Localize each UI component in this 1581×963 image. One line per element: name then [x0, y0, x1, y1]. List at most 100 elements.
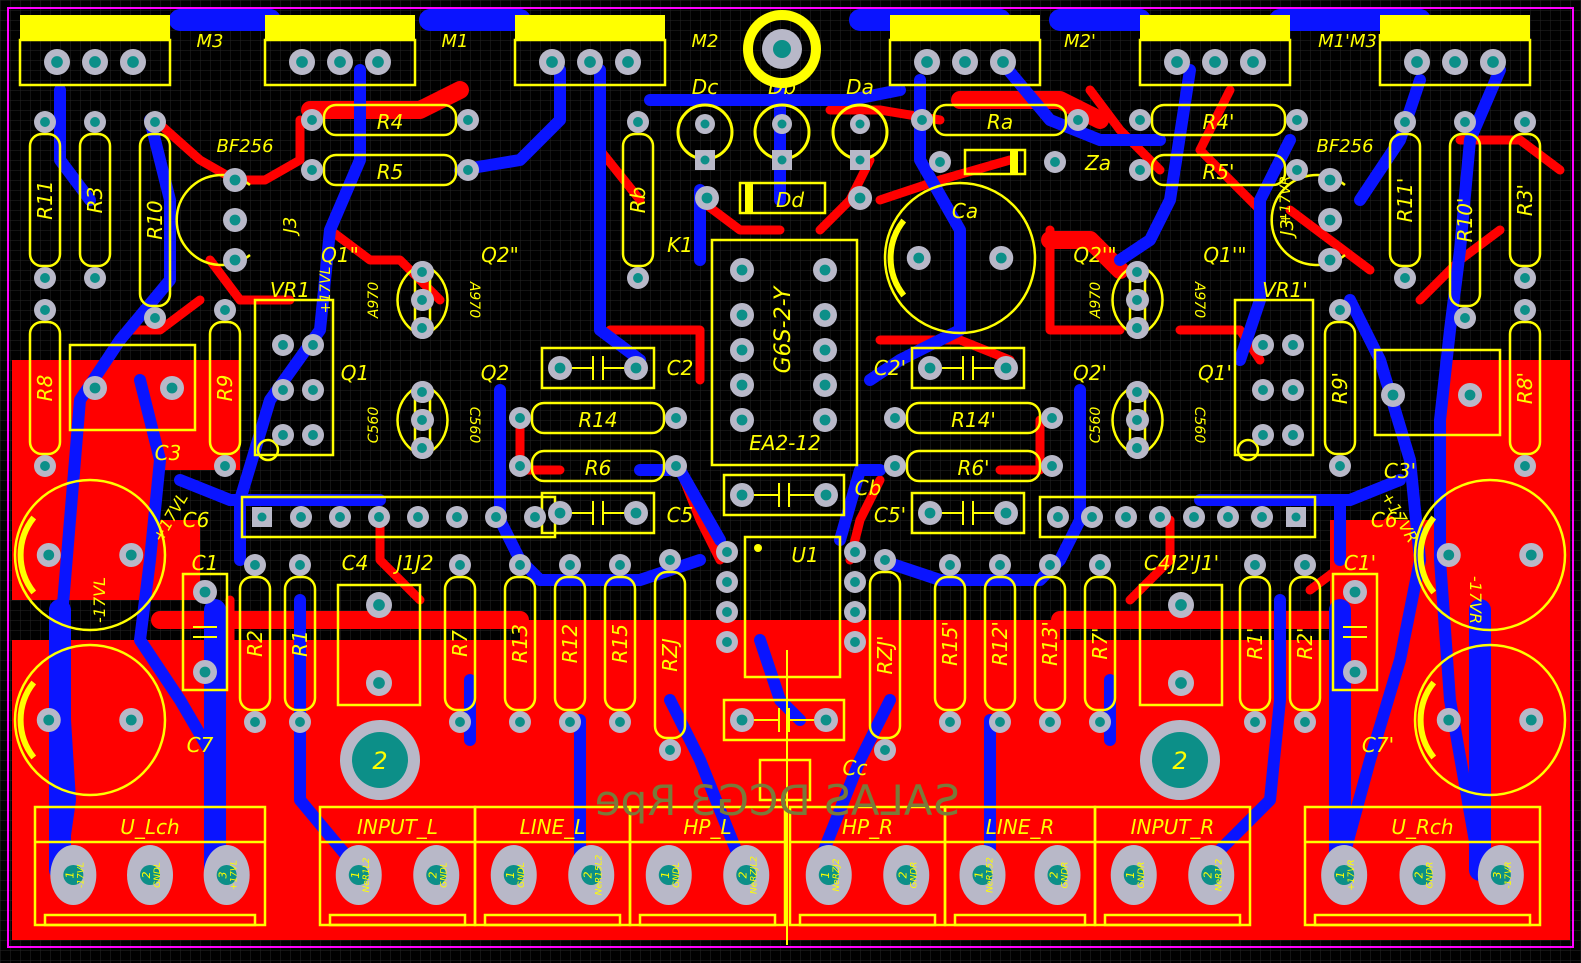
drill-hole [777, 119, 787, 129]
drill-hole [819, 309, 831, 321]
drill-hole [40, 305, 50, 315]
resistor-label: R14' [951, 408, 996, 432]
drill-hole [855, 119, 865, 129]
pot-adjust-icon [1236, 438, 1260, 462]
resistor-label: R6 [585, 456, 612, 480]
drill-hole [89, 56, 101, 68]
drill-hole [854, 192, 866, 204]
resistor-body [1150, 103, 1287, 137]
drill-hole [995, 560, 1005, 570]
resistor-body [78, 132, 112, 268]
fet-ref-label: J3' [1277, 214, 1298, 239]
fet-ref-label: J3 [280, 217, 301, 237]
drill-hole [257, 512, 267, 522]
connector-pin-number: 2 [426, 872, 439, 879]
drill-hole [1525, 549, 1537, 561]
connector-pin-number: 2 [1201, 872, 1214, 879]
drill-hole [503, 865, 524, 885]
connector-pin-number: 2 [736, 872, 749, 879]
transistor-ref-label: M2' [1064, 31, 1096, 52]
film-cap-outline [181, 572, 229, 692]
drill-hole [546, 56, 558, 68]
drill-hole [1257, 512, 1267, 522]
resistor-body [1388, 132, 1422, 268]
connector-pin-net: GNDL [153, 862, 163, 888]
resistor-label: Rb [626, 187, 650, 214]
drill-hole [1045, 717, 1055, 727]
drill-hole [1132, 323, 1142, 333]
drill-hole [1258, 385, 1268, 395]
drill-hole [515, 413, 525, 423]
transistor-ref-label: M1 [442, 31, 469, 52]
resistor-body [1508, 132, 1542, 268]
top-copper-pour [12, 360, 1570, 940]
connector-pin-number: 2 [140, 872, 153, 879]
drill-hole [229, 254, 241, 266]
drill-hole [1292, 115, 1302, 125]
drill-hole [417, 295, 427, 305]
mounting-hole-label: 2 [1172, 747, 1187, 775]
relay-ref-label: EA2-12 [749, 431, 821, 455]
drill-hole [89, 382, 101, 394]
drill-hole [374, 512, 384, 522]
drill-hole [819, 414, 831, 426]
resistor-body [322, 103, 458, 137]
drill-hole [1135, 115, 1145, 125]
capacitor-label: Cb [855, 476, 882, 500]
bjt-part-label: C560 [1088, 407, 1104, 444]
connector-pin-net: GNDR [1061, 862, 1071, 889]
drill-hole [40, 117, 50, 127]
ic-label: U1 [791, 543, 818, 567]
drill-hole [1520, 117, 1530, 127]
cap-symbol [572, 356, 624, 380]
drill-hole [1135, 165, 1145, 175]
drill-hole [1288, 340, 1298, 350]
drill-hole [250, 560, 260, 570]
drill-hole [308, 430, 318, 440]
drill-hole [615, 717, 625, 727]
drill-hole [1300, 717, 1310, 727]
drill-hole [777, 155, 787, 165]
rail-label: +17VR [1278, 176, 1294, 225]
drill-hole [125, 549, 137, 561]
drill-hole [1123, 865, 1144, 885]
capacitor-polarity-arc [887, 218, 907, 298]
resistor-label: R13' [1038, 621, 1062, 666]
drill-hole [773, 40, 791, 58]
drill-hole [295, 717, 305, 727]
mirrored-bottom-silk-text: SALAS DCG3 Rpe [595, 776, 960, 825]
bjt-outline [396, 385, 417, 455]
connector-name-label: INPUT_R [1131, 815, 1215, 839]
drill-hole [229, 174, 241, 186]
bjt-part-label: A970 [1088, 282, 1104, 319]
drill-hole [1400, 273, 1410, 283]
drill-hole [913, 252, 925, 264]
bjt-ref-label: Q2" [481, 243, 519, 267]
capacitor-outline [13, 478, 167, 632]
capacitor-label: C1 [192, 551, 219, 575]
drill-hole [665, 745, 675, 755]
resistor-body [1508, 320, 1542, 456]
mounting-hole-drill [352, 732, 408, 788]
resistor-body [530, 449, 666, 483]
capacitor-polarity-arc [17, 680, 37, 760]
zener-label: Za [1084, 151, 1111, 175]
capacitor-outline [1413, 643, 1567, 797]
drill-hole [722, 607, 732, 617]
pot-label: VR1' [1262, 278, 1308, 302]
transistor-part-label: IRF9610 [549, 17, 631, 41]
resistor-label: Ra [987, 110, 1013, 134]
cap-symbol [942, 356, 994, 380]
drill-hole [220, 305, 230, 315]
pads-layer [34, 29, 1544, 905]
diode-label: Dc [692, 75, 718, 99]
bjt-ref-label: Q2' [1073, 361, 1107, 385]
drill-hole [995, 252, 1007, 264]
drill-hole [722, 577, 732, 587]
fet-outline [175, 173, 251, 267]
capacitor-label: C6 [183, 508, 210, 532]
resistor-body [553, 575, 587, 712]
drill-hole [1175, 599, 1187, 611]
drill-hole [308, 340, 318, 350]
